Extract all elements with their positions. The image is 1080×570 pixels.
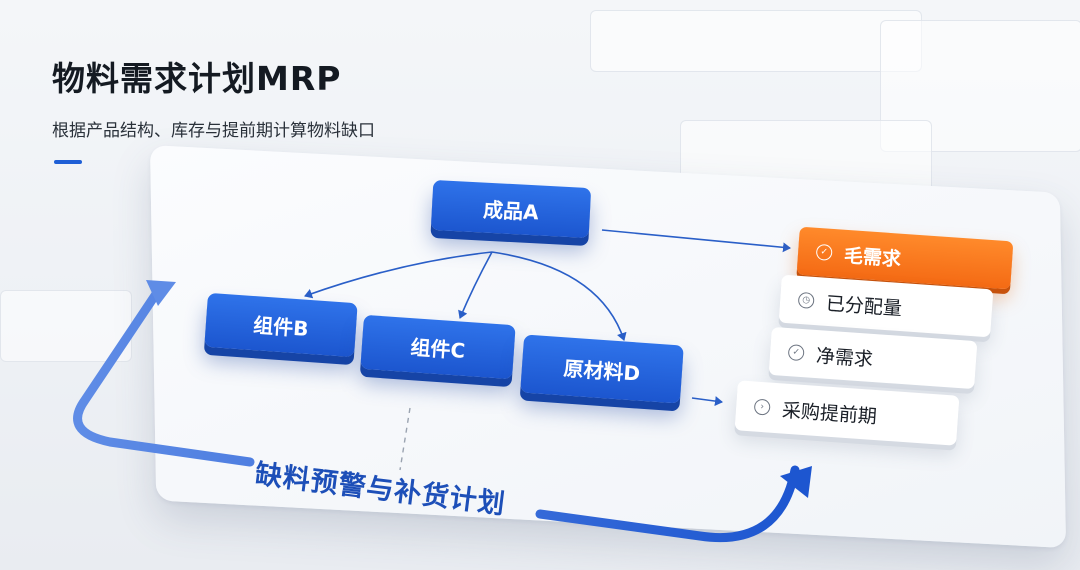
connector-a-to-b <box>304 251 493 299</box>
step-label: 净需求 <box>815 344 874 371</box>
check-circle-icon: ✓ <box>815 243 833 261</box>
background-panel <box>0 290 132 362</box>
clock-icon: ◷ <box>797 291 815 309</box>
step-label: 毛需求 <box>843 244 902 271</box>
page-subtitle: 根据产品结构、库存与提前期计算物料缺口 <box>52 121 375 141</box>
chevron-right-icon: › <box>753 398 771 416</box>
connector-a-to-steps <box>601 229 791 253</box>
node-product-a: 成品A <box>430 179 592 239</box>
background-panel <box>590 10 922 72</box>
connector-d-to-steps <box>691 396 723 407</box>
feedback-loop-arrow <box>73 283 800 543</box>
dashed-divider <box>399 407 411 471</box>
page-title: 物料需求计划MRP <box>52 59 342 98</box>
step-label: 采购提前期 <box>781 398 878 428</box>
check-circle-icon: ✓ <box>787 344 805 362</box>
connector-a-to-c <box>458 251 493 319</box>
loop-arrowhead-left <box>146 280 176 306</box>
node-material-d: 原材料D <box>520 334 684 404</box>
connector-a-to-d <box>491 251 627 341</box>
loop-arrowhead-right <box>780 466 812 498</box>
node-component-c: 组件C <box>360 314 516 380</box>
step-label: 已分配量 <box>825 292 903 320</box>
node-component-b: 组件B <box>204 292 358 358</box>
title-accent-bar <box>54 160 82 164</box>
